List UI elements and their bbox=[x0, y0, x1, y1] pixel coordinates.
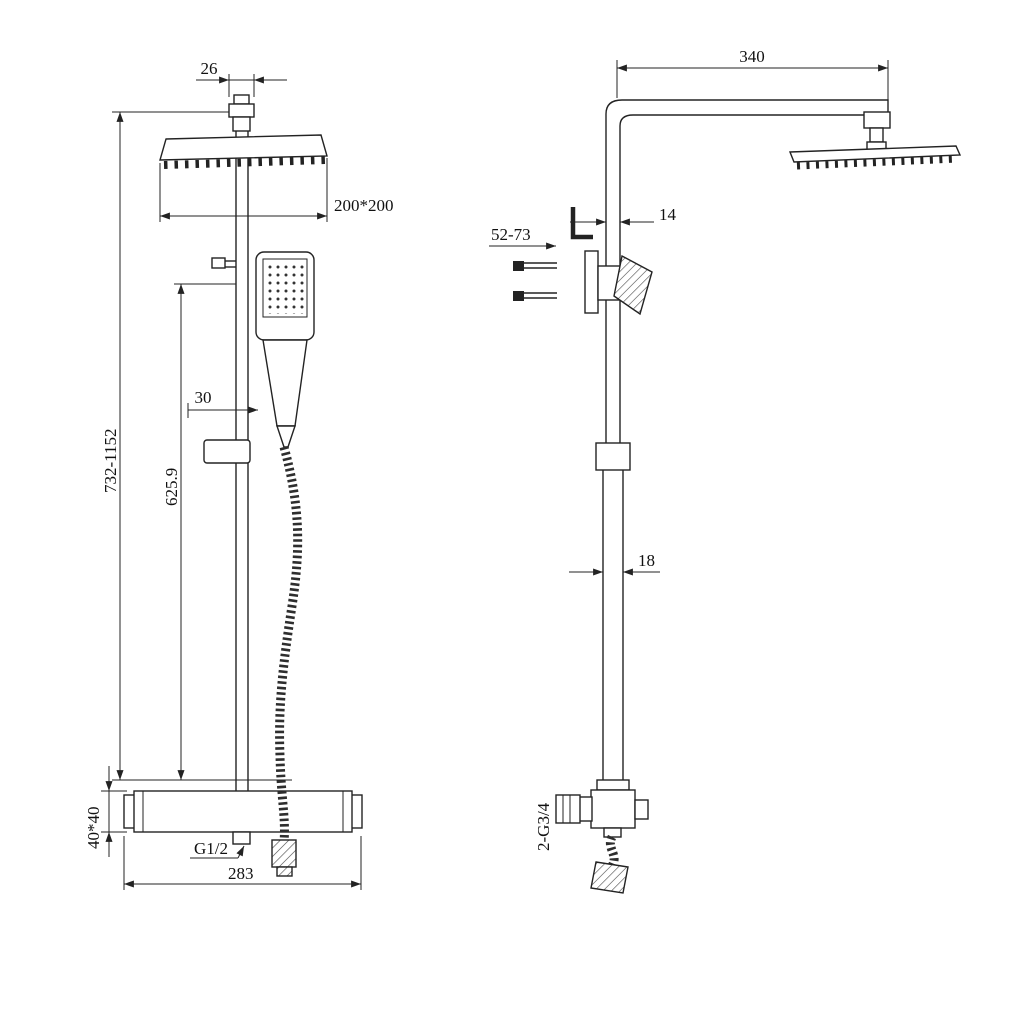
dim-valve-width: 283 bbox=[123, 836, 362, 890]
rain-shower-head-side bbox=[788, 145, 962, 170]
dim-label-inlet-thread: G1/2 bbox=[194, 839, 228, 858]
shower-arm-side bbox=[605, 99, 891, 152]
dim-head-size: 200*200 bbox=[159, 158, 394, 222]
dim-pipe-offset: 14 bbox=[570, 205, 677, 226]
mixer-inlet-fitting bbox=[232, 831, 251, 845]
dim-label-outlet-thread: 2-G3/4 bbox=[534, 802, 553, 851]
hose-nut-front bbox=[271, 839, 297, 868]
mixer-valve-bar bbox=[123, 790, 363, 845]
mounting-screw-top bbox=[513, 261, 557, 271]
hose-nut-side bbox=[590, 861, 629, 894]
dim-overall-height: 732-1152 bbox=[101, 111, 292, 781]
dim-slidebar-height: 625.9 bbox=[162, 283, 236, 780]
dim-label-head-size: 200*200 bbox=[334, 196, 394, 215]
dim-label-valve-width: 283 bbox=[228, 864, 254, 883]
dim-pipe-diameter: 18 bbox=[569, 551, 660, 576]
head-connector-side bbox=[863, 111, 891, 129]
bottom-hose-side bbox=[590, 834, 629, 894]
diverter-knob bbox=[211, 257, 236, 269]
valve-hex-nut bbox=[555, 794, 581, 824]
dim-label-handle-offset: 30 bbox=[195, 388, 212, 407]
dim-valve-section: 40*40 bbox=[84, 766, 127, 857]
hand-shower-spray-face bbox=[266, 262, 304, 314]
dim-wall-distance: 52-73 bbox=[489, 225, 556, 250]
dim-arm-length: 340 bbox=[616, 47, 889, 110]
valve-body-side bbox=[590, 789, 636, 829]
dim-handle-offset: 30 bbox=[187, 388, 258, 418]
wall-bracket bbox=[584, 250, 653, 316]
pipe-coupling-side bbox=[595, 442, 631, 471]
side-view: 340 14 52-73 bbox=[489, 47, 962, 894]
dim-label-pipe-diameter: 18 bbox=[638, 551, 655, 570]
shower-hose-front bbox=[271, 445, 303, 877]
top-connector-front bbox=[228, 94, 255, 132]
mixer-body bbox=[133, 790, 353, 833]
hand-shower bbox=[255, 251, 315, 448]
dim-label-wall-distance: 52-73 bbox=[491, 225, 531, 244]
dim-label-valve-section: 40*40 bbox=[84, 807, 103, 850]
bottom-valve-side bbox=[555, 779, 649, 838]
dim-label-arm-length: 340 bbox=[739, 47, 765, 66]
dim-label-pipe-offset: 14 bbox=[659, 205, 677, 224]
head-nozzles-side bbox=[796, 155, 959, 170]
slider-clamp bbox=[203, 439, 251, 464]
front-view: 732-1152 625.9 26 bbox=[84, 59, 394, 890]
mounting-screw-bottom bbox=[513, 291, 557, 301]
wall-hook bbox=[570, 207, 593, 240]
dim-cap-width: 26 bbox=[196, 59, 287, 97]
dim-label-cap-width: 26 bbox=[201, 59, 218, 78]
dim-label-slidebar-height: 625.9 bbox=[162, 468, 181, 506]
hand-shower-holder-side bbox=[613, 254, 653, 316]
riser-pipe-side-lower bbox=[602, 470, 624, 790]
dim-inlet-thread: G1/2 bbox=[190, 839, 245, 859]
dim-label-overall-height: 732-1152 bbox=[101, 428, 120, 493]
rain-shower-head-front bbox=[159, 134, 328, 169]
